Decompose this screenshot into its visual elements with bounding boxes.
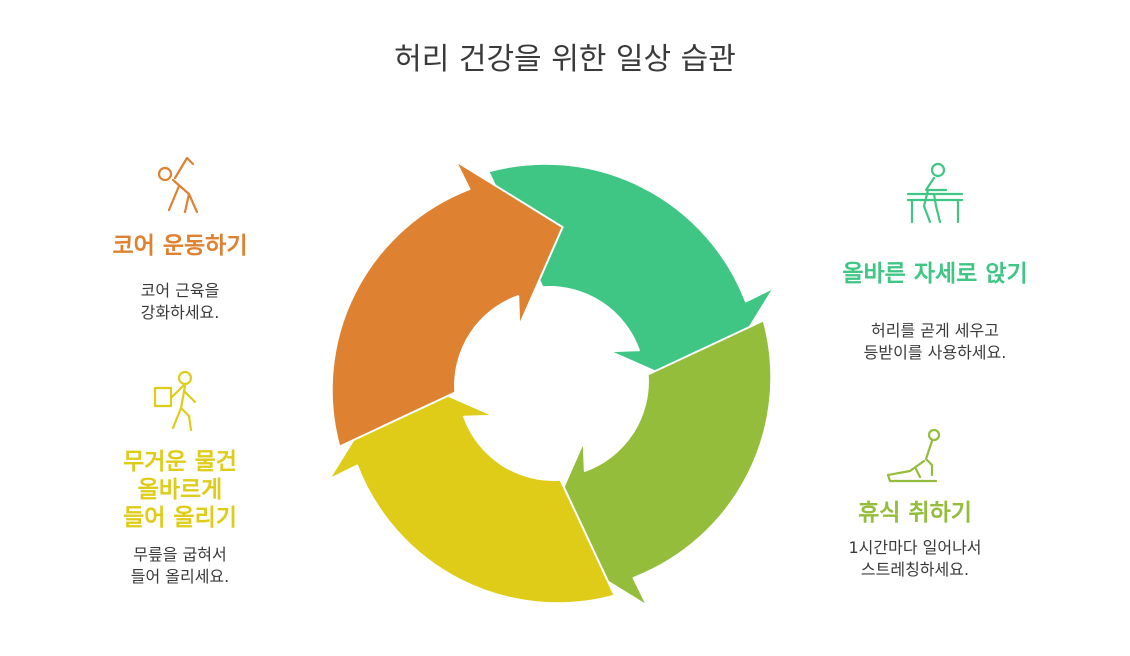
step-lifting-desc: 무릎을 굽혀서 들어 올리세요. xyxy=(130,545,230,586)
step-rest-heading: 휴식 취하기 xyxy=(858,500,972,526)
stretching-person-icon xyxy=(886,428,941,483)
exercising-person-icon xyxy=(157,156,199,214)
step-lifting: 무거운 물건 올바르게 들어 올리기 무릎을 굽혀서 들어 올리세요. xyxy=(60,368,300,588)
cycle-arrow-rest xyxy=(539,319,773,607)
cycle-arrow-posture xyxy=(487,162,775,396)
step-posture-desc: 허리를 곧게 세우고 등받이를 사용하세요. xyxy=(863,321,1007,362)
person-lifting-box-icon xyxy=(153,370,197,432)
person-at-desk-icon xyxy=(906,162,964,224)
step-posture: 올바른 자세로 앉기 허리를 곧게 세우고 등받이를 사용하세요. xyxy=(800,160,1070,364)
step-posture-heading: 올바른 자세로 앉기 xyxy=(842,261,1028,287)
page-title: 허리 건강을 위한 일상 습관 xyxy=(394,42,736,77)
step-core-heading: 코어 운동하기 xyxy=(112,233,248,259)
step-core-desc: 코어 근육을 강화하세요. xyxy=(140,281,220,322)
step-lifting-heading: 무거운 물건 올바르게 들어 올리기 xyxy=(123,449,237,531)
cycle-arrow-lifting xyxy=(328,371,616,605)
step-core: 코어 운동하기 코어 근육을 강화하세요. xyxy=(60,150,300,324)
cycle-arrow-core xyxy=(330,160,564,448)
step-rest-desc: 1시간마다 일어나서 스트레칭하세요. xyxy=(848,538,982,579)
step-rest: 휴식 취하기 1시간마다 일어나서 스트레칭하세요. xyxy=(790,425,1040,581)
